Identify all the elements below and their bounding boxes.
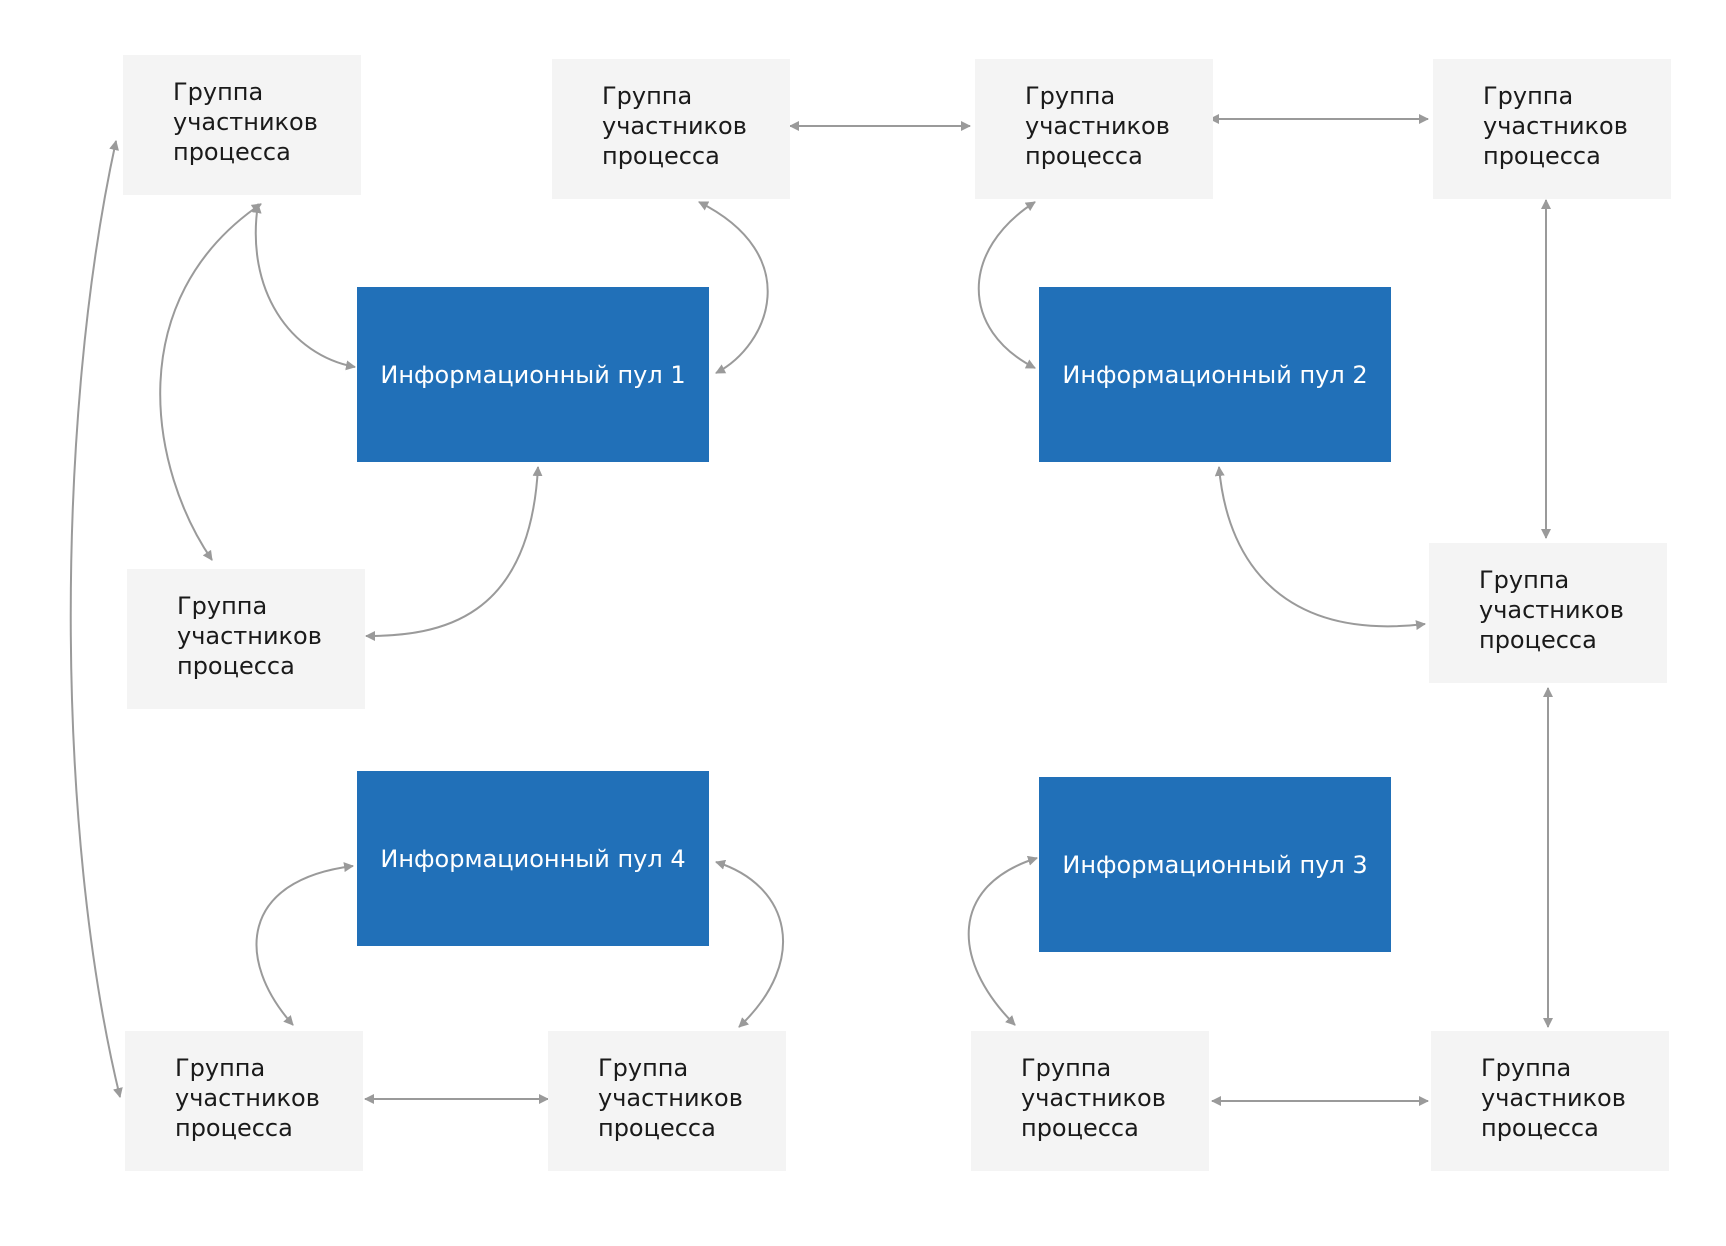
participant-group-1: Группа участников процесса <box>123 55 361 195</box>
connector-group5-pool1 <box>365 466 543 641</box>
connector-group6-pool4 <box>255 862 354 1026</box>
group-label-line: процесса <box>1021 1114 1139 1142</box>
group-label-line: процесса <box>598 1114 716 1142</box>
connector-group8-pool3 <box>967 855 1038 1026</box>
group-label-line: Группа <box>173 78 264 106</box>
group-label-line: участников <box>1483 112 1628 140</box>
connector-group2-pool1 <box>698 201 769 374</box>
connector-group1-group6 <box>69 140 123 1098</box>
group-label-line: Группа <box>1481 1054 1572 1082</box>
group-label-line: Группа <box>1021 1054 1112 1082</box>
group-label-line: Группа <box>1483 82 1574 110</box>
group-label-line: процесса <box>1479 626 1597 654</box>
participant-group-4: Группа участников процесса <box>1433 59 1671 199</box>
connector-group1-group5 <box>159 203 262 561</box>
group-label-line: Группа <box>1025 82 1116 110</box>
group-label-line: участников <box>602 112 747 140</box>
group-label-line: участников <box>1025 112 1170 140</box>
group-label-line: процесса <box>1481 1114 1599 1142</box>
connector-group1-pool1 <box>251 203 356 371</box>
participant-group-6: Группа участников процесса <box>125 1031 363 1171</box>
group-label-line: процесса <box>175 1114 293 1142</box>
group-label-line: процесса <box>173 138 291 166</box>
participant-group-7: Группа участников процесса <box>548 1031 786 1171</box>
information-pool-1: Информационный пул 1 <box>357 287 709 462</box>
group-label-line: Группа <box>602 82 693 110</box>
group-label-line: Группа <box>598 1054 689 1082</box>
participant-group-8: Группа участников процесса <box>971 1031 1209 1171</box>
participant-group-5: Группа участников процесса <box>127 569 365 709</box>
group-label-line: участников <box>175 1084 320 1112</box>
information-pool-2: Информационный пул 2 <box>1039 287 1391 462</box>
pool-label: Информационный пул 2 <box>1062 360 1368 389</box>
connector-group7-pool4 <box>715 859 785 1028</box>
group-label-line: участников <box>1021 1084 1166 1112</box>
pool-label: Информационный пул 1 <box>380 360 686 389</box>
group-label-line: Группа <box>175 1054 266 1082</box>
group-label-line: Группа <box>1479 566 1570 594</box>
group-label-line: Группа <box>177 592 268 620</box>
group-label-line: процесса <box>1483 142 1601 170</box>
participant-group-9: Группа участников процесса <box>1431 1031 1669 1171</box>
group-label-line: процесса <box>602 142 720 170</box>
information-pool-4: Информационный пул 4 <box>357 771 709 946</box>
participant-group-10: Группа участников процесса <box>1429 543 1667 683</box>
group-label-line: участников <box>1479 596 1624 624</box>
group-label-line: участников <box>177 622 322 650</box>
participant-group-3: Группа участников процесса <box>975 59 1213 199</box>
pool-label: Информационный пул 4 <box>380 844 686 873</box>
participant-group-2: Группа участников процесса <box>552 59 790 199</box>
information-pool-3: Информационный пул 3 <box>1039 777 1391 952</box>
connector-group10-pool2 <box>1214 466 1426 631</box>
group-label-line: участников <box>598 1084 743 1112</box>
connector-group3-pool2 <box>977 201 1036 369</box>
pool-label: Информационный пул 3 <box>1062 850 1368 879</box>
group-label-line: участников <box>173 108 318 136</box>
group-label-line: участников <box>1481 1084 1626 1112</box>
group-label-line: процесса <box>177 652 295 680</box>
group-label-line: процесса <box>1025 142 1143 170</box>
